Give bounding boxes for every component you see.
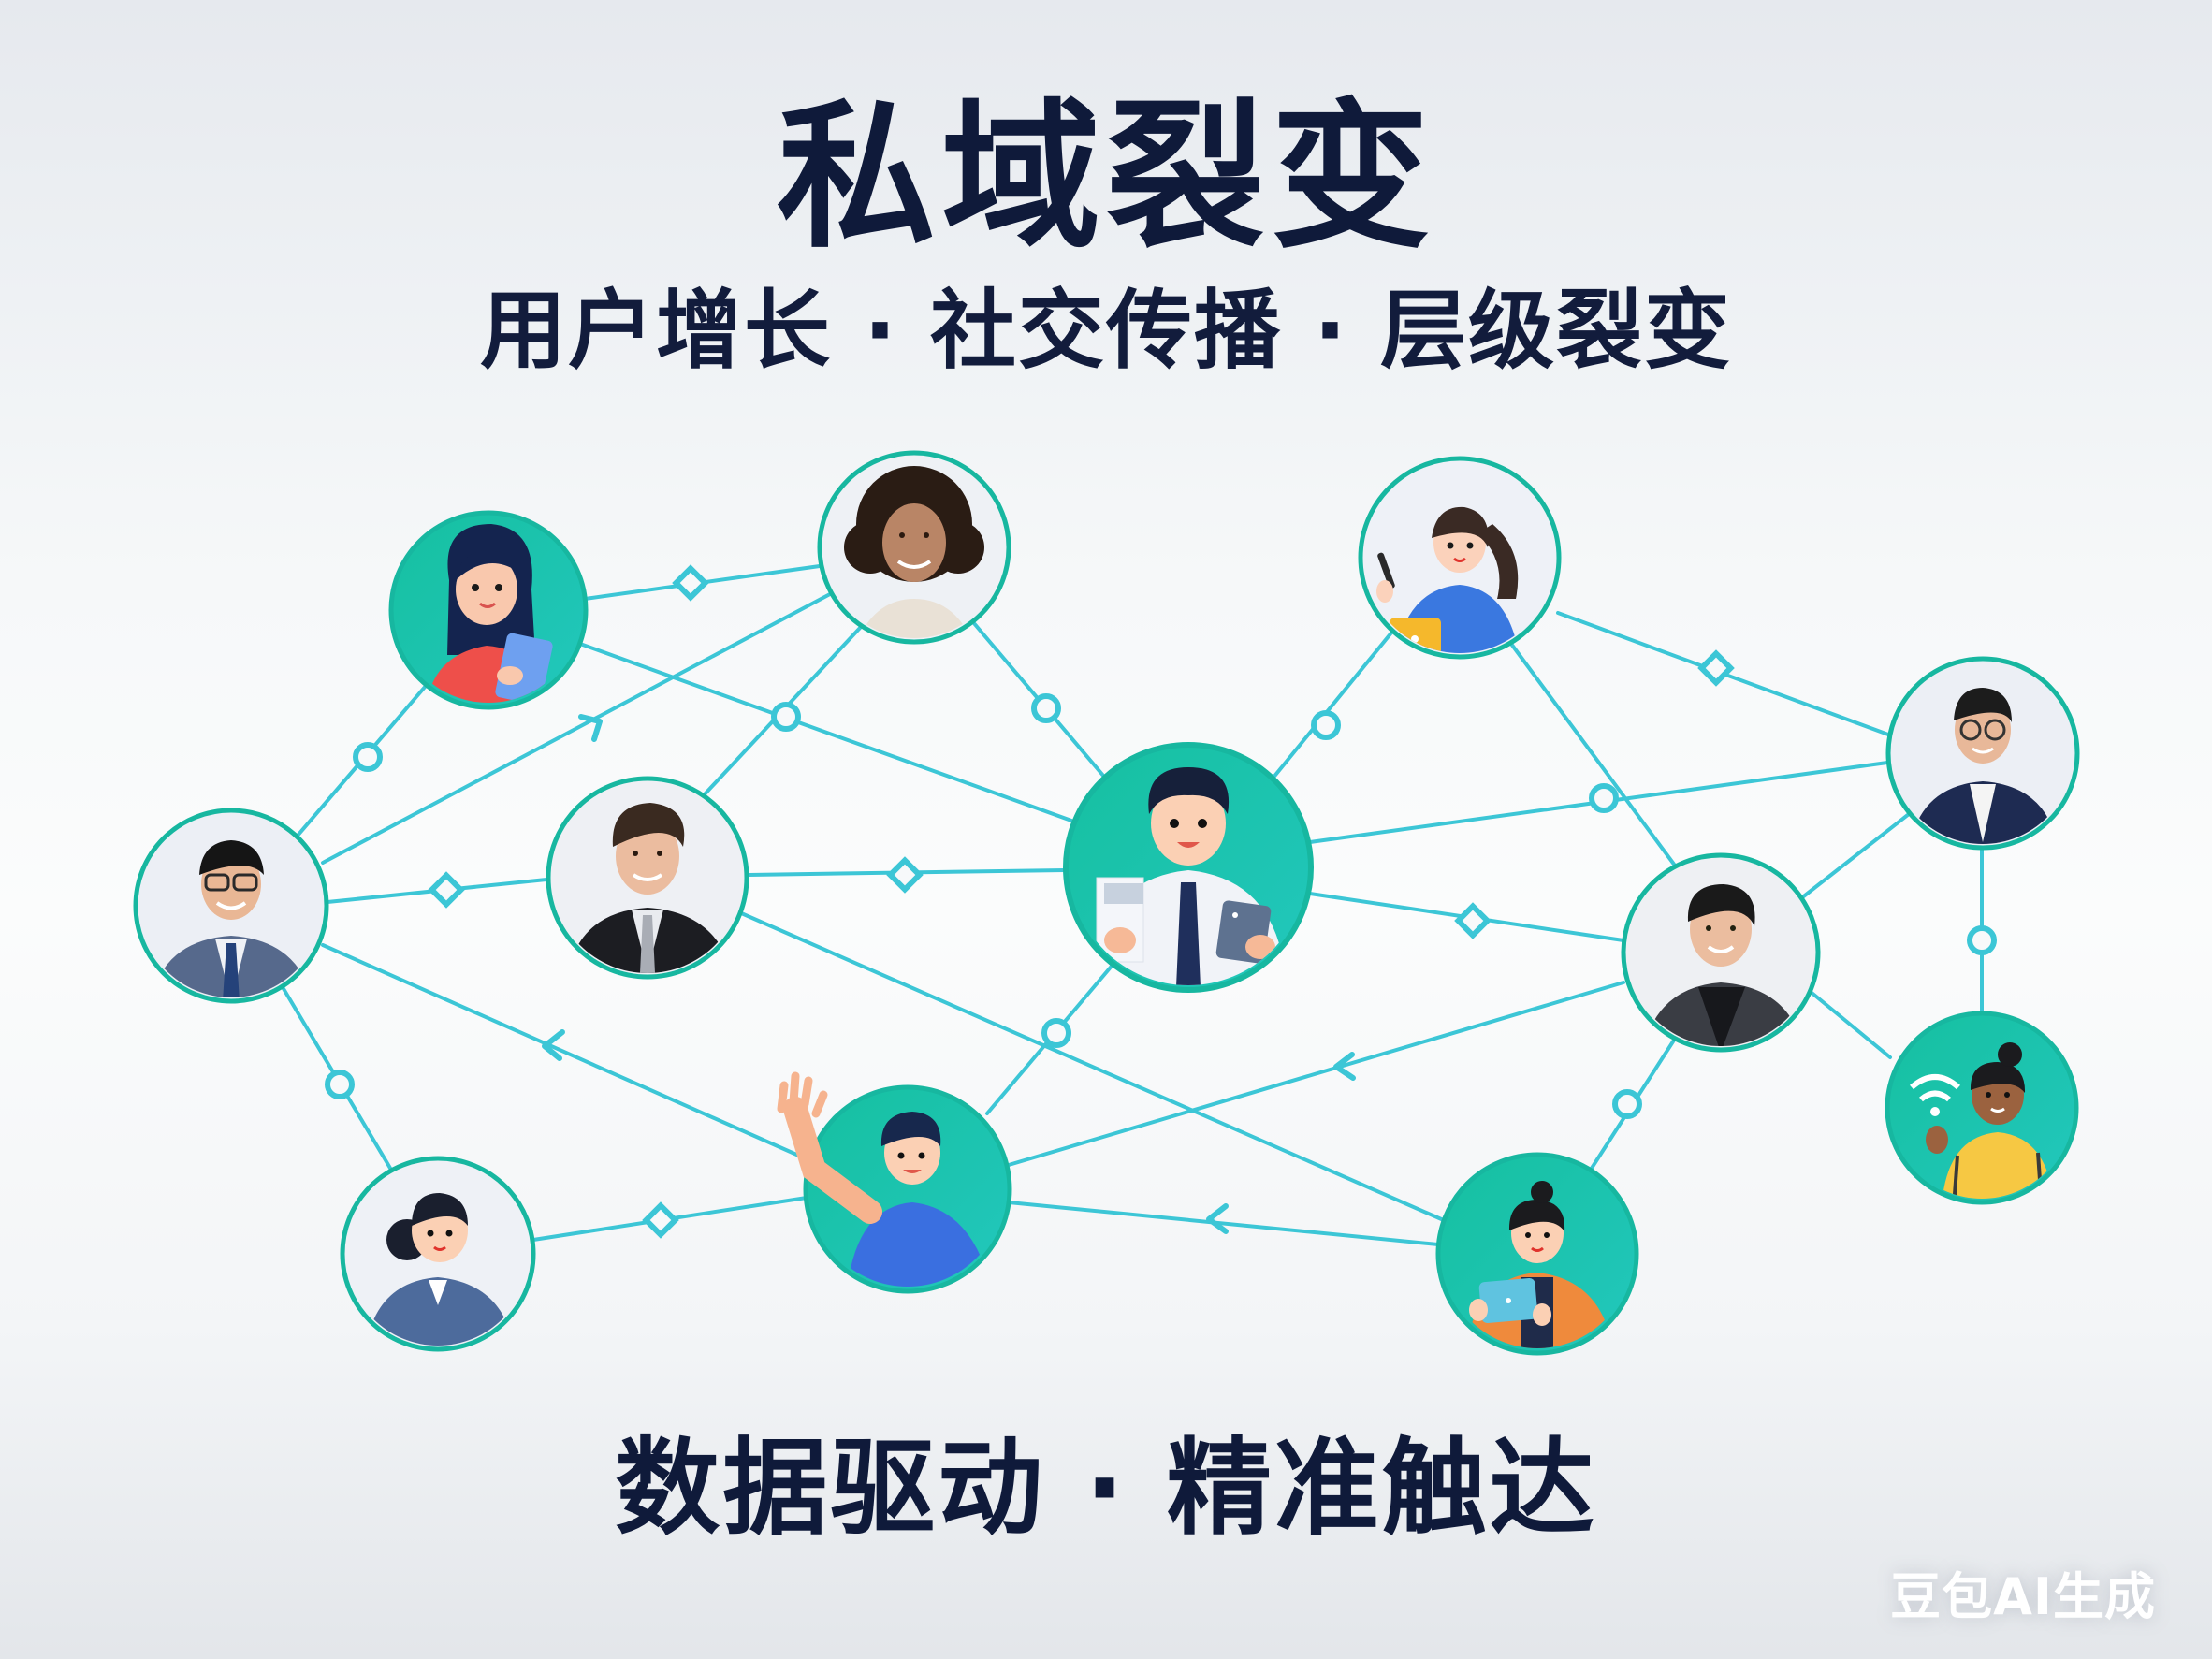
node-photo-man-black-shirt[interactable] <box>1621 852 1821 1053</box>
arrow-markers <box>542 714 1356 1234</box>
waving-arm <box>783 1097 882 1224</box>
circle-marker-icon <box>1031 693 1061 723</box>
page-title: 私域裂变 <box>776 85 1435 270</box>
diamond-marker-icon <box>672 564 709 602</box>
edge-n4-n8 <box>1799 812 1911 900</box>
edge-n5-n11 <box>321 943 811 1162</box>
node-photo-man-glasses-gray-suit[interactable] <box>133 808 329 1006</box>
node-illustrated-woman-red-shirt[interactable] <box>388 510 589 711</box>
node-illustrated-woman-blue-shirt[interactable] <box>340 1156 536 1352</box>
circle-marker-icon <box>1612 1089 1642 1119</box>
edge-n8-n11 <box>1007 981 1625 1167</box>
footer-tagline: 数据驱动 · 精准触达 <box>615 1428 1597 1550</box>
circle-marker-icon <box>1589 783 1619 813</box>
diamond-marker-icon <box>886 856 924 894</box>
circle-marker-icon <box>353 742 383 772</box>
circle-marker-icon <box>1967 925 1997 955</box>
arrow-marker-icon <box>1206 1203 1229 1234</box>
diamond-marker-icon <box>1454 902 1492 939</box>
arrow-marker-icon <box>578 714 603 742</box>
circle-marker-icon <box>1311 710 1341 740</box>
arrow-marker-icon <box>1333 1052 1356 1081</box>
edge-n3-n8 <box>1509 642 1677 867</box>
node-photo-man-dark-suit[interactable] <box>546 776 749 982</box>
node-photo-woman-curly-hair[interactable] <box>817 450 1011 655</box>
edge-n6-n12 <box>737 910 1448 1223</box>
node-illustrated-man-waving[interactable] <box>777 1071 1012 1294</box>
circle-marker-icon <box>325 1070 355 1099</box>
edge-n7-n3 <box>1271 630 1394 780</box>
node-illustrated-woman-tablet-orange-jacket[interactable] <box>1435 1152 1639 1357</box>
circle-marker-icon <box>771 702 801 732</box>
page-subtitle: 用户增长 · 社交传播 · 层级裂变 <box>479 281 1733 381</box>
edge-n5-n2 <box>321 592 832 865</box>
node-illustrated-man-central-tie-tablet[interactable] <box>1063 742 1314 993</box>
node-illustrated-woman-wifi[interactable] <box>1885 1011 2079 1207</box>
circle-marker-icon <box>1041 1018 1071 1048</box>
node-photo-man-glasses-navy-blazer[interactable] <box>1885 656 2080 851</box>
edge-n1-n7 <box>578 642 1073 822</box>
ai-watermark: 豆包AI生成 <box>1890 1567 2156 1626</box>
diamond-marker-icon <box>428 871 465 909</box>
arrow-marker-icon <box>542 1029 565 1061</box>
diamond-marker-icon <box>1697 649 1735 687</box>
edge-n11-n12 <box>1007 1201 1440 1246</box>
edge-n8-n9 <box>1809 990 1892 1059</box>
diamond-marker-icon <box>642 1201 679 1239</box>
node-illustrated-woman-laptop[interactable] <box>1358 456 1562 664</box>
edge-markers <box>325 564 1997 1239</box>
